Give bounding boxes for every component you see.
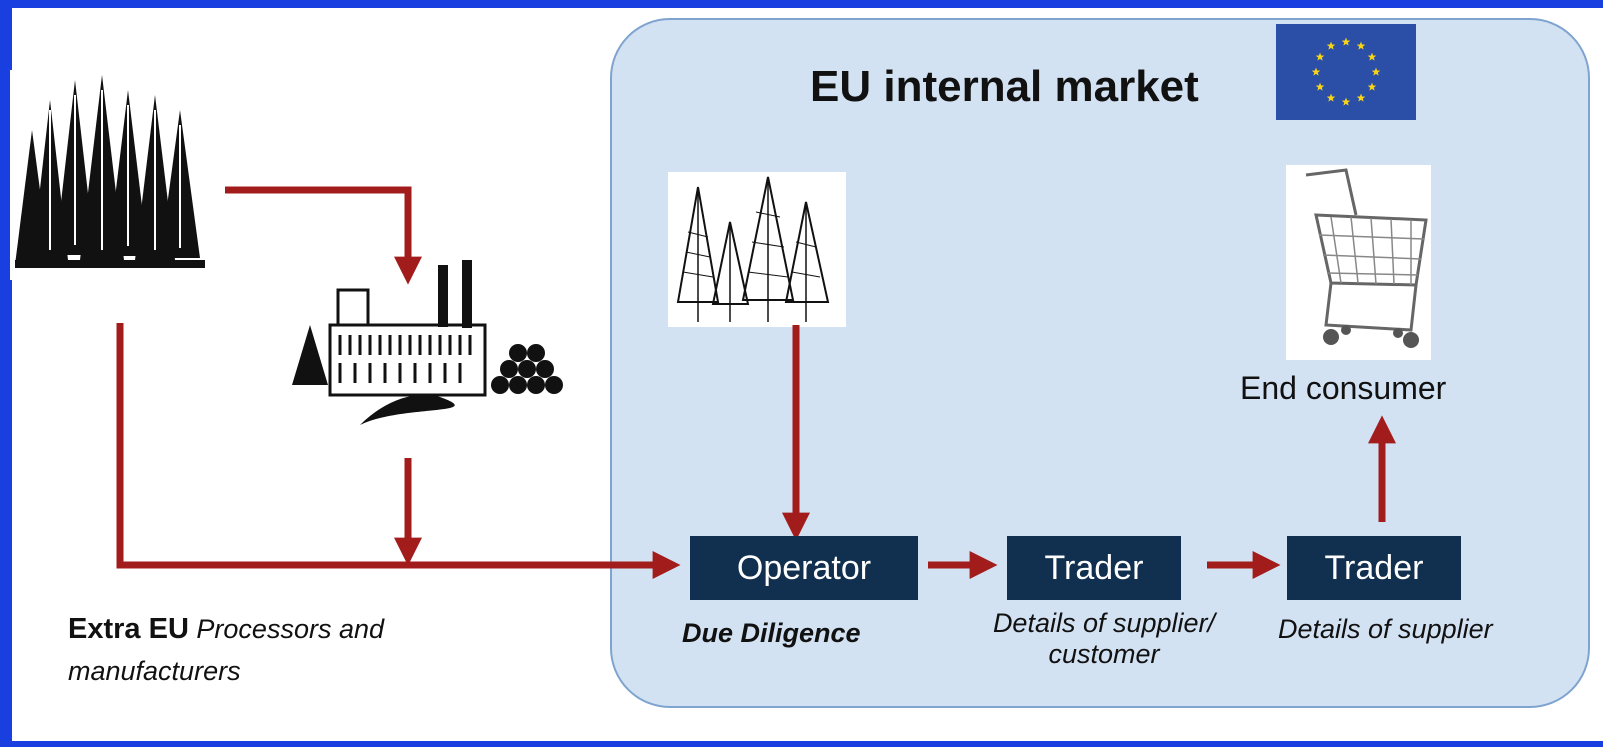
flag-star	[1341, 37, 1351, 46]
flag-star	[1367, 82, 1377, 91]
forest-icon	[668, 172, 846, 327]
extra-eu-bold: Extra EU	[68, 613, 189, 645]
operator-node: Operator	[690, 536, 918, 600]
extra-eu-line1: Extra EU Processors and	[68, 608, 384, 650]
trader-node-2: Trader	[1287, 536, 1461, 600]
flag-star	[1326, 41, 1336, 50]
extra-eu-label: Extra EU Processors and manufacturers	[68, 608, 384, 692]
end-consumer-label: End consumer	[1240, 370, 1447, 406]
trader1-caption-line2: customer	[1048, 639, 1160, 669]
flag-star	[1315, 82, 1325, 91]
flag-star	[1367, 52, 1377, 61]
due-diligence-label: Due Diligence	[682, 618, 861, 648]
extra-eu-italic-1: Processors and	[196, 614, 384, 644]
factory-icon	[290, 255, 580, 435]
forest-icon	[10, 70, 210, 280]
eu-flag-icon	[1276, 24, 1416, 120]
trader-node-1: Trader	[1007, 536, 1181, 600]
trader2-caption: Details of supplier	[1278, 614, 1493, 644]
trader1-caption-line1: Details of supplier/	[992, 608, 1216, 638]
flag-star	[1341, 97, 1351, 106]
flag-star	[1326, 93, 1336, 102]
eu-internal-market-area	[610, 18, 1590, 708]
eu-market-title: EU internal market	[810, 62, 1199, 111]
trader1-caption: Details of supplier/ customer	[962, 608, 1246, 670]
flag-star	[1371, 67, 1381, 76]
flag-star	[1356, 41, 1366, 50]
flag-star	[1356, 93, 1366, 102]
extra-eu-italic-2: manufacturers	[68, 656, 241, 686]
flag-star	[1311, 67, 1321, 76]
flag-star	[1315, 52, 1325, 61]
shopping-cart-icon	[1286, 165, 1431, 360]
